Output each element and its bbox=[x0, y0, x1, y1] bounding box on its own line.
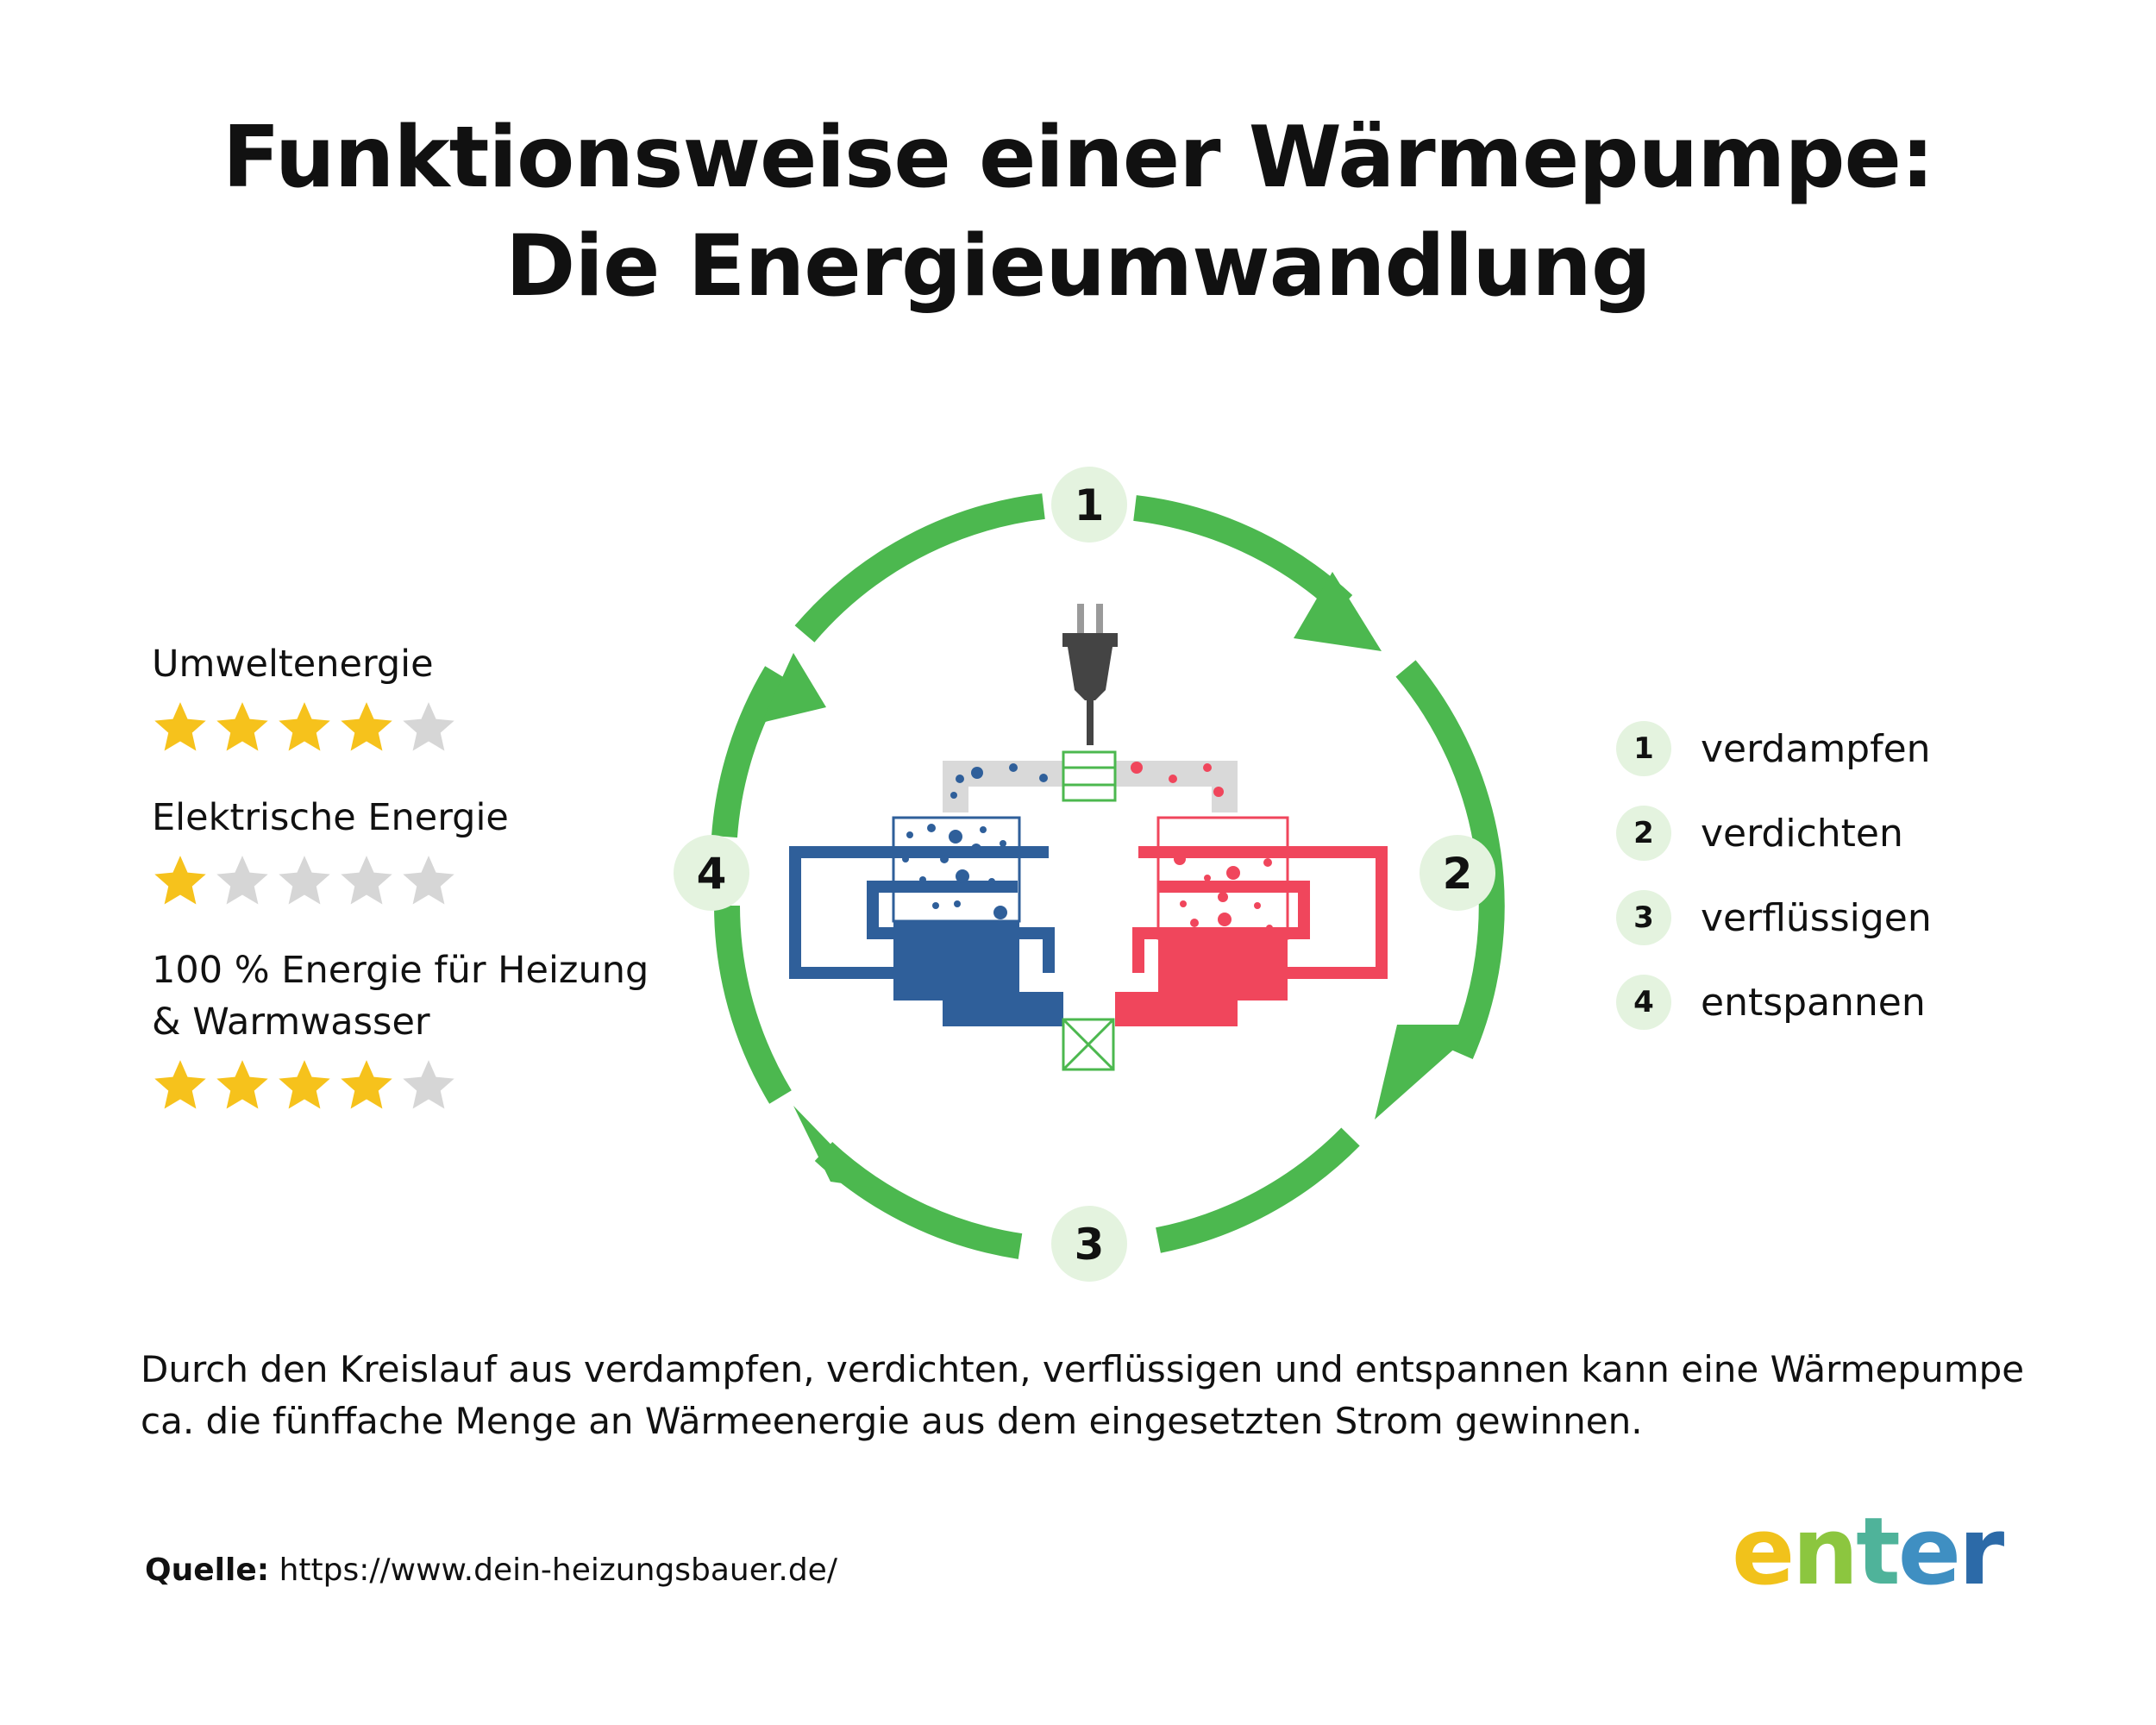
summary-text: Durch den Kreislauf aus verdampfen, verd… bbox=[141, 1348, 2025, 1442]
power-plug-icon bbox=[1062, 604, 1118, 745]
step-number: 4 bbox=[697, 849, 727, 899]
source-label: Quelle: bbox=[145, 1552, 270, 1588]
cycle-arc-1-top bbox=[794, 493, 1045, 643]
cycle-ring bbox=[711, 493, 1505, 1259]
pipe-top-right-drop bbox=[1212, 761, 1238, 812]
arrowhead-2 bbox=[1375, 1025, 1482, 1120]
warm-coil-inner bbox=[1132, 881, 1310, 973]
cycle-arc-1-2 bbox=[1133, 495, 1353, 615]
title-line-1: Funktionsweise einer Wärmepumpe: bbox=[222, 109, 1934, 207]
star-rating bbox=[152, 699, 457, 759]
star-empty-icon bbox=[216, 856, 268, 905]
star-filled-icon bbox=[341, 1060, 392, 1109]
legend-item-entspannen: 4 entspannen bbox=[1616, 975, 1926, 1030]
arrowhead-3 bbox=[793, 1106, 873, 1188]
warm-coil bbox=[1138, 846, 1388, 979]
cold-bubbles bbox=[902, 824, 1007, 919]
enter-logo: enter bbox=[1732, 1498, 2004, 1606]
cycle-arc-4-1 bbox=[714, 905, 792, 1104]
source-line: Quelle: https://www.dein-heizungsbauer.d… bbox=[145, 1552, 837, 1588]
star-filled-icon bbox=[341, 702, 392, 751]
arrowhead-1 bbox=[1294, 572, 1382, 651]
star-rating bbox=[152, 852, 509, 913]
title-line-2: Die Energieumwandlung bbox=[505, 217, 1651, 316]
legend-number: 4 bbox=[1616, 975, 1671, 1030]
cycle-arc-3-4b bbox=[814, 1141, 1023, 1259]
star-filled-icon bbox=[279, 1060, 330, 1109]
rating-label: 100 % Energie für Heizung & Warmwasser bbox=[152, 949, 649, 1044]
expansion-valve-icon bbox=[1062, 1018, 1115, 1071]
legend-number: 2 bbox=[1616, 806, 1671, 861]
legend-text: verdampfen bbox=[1701, 726, 1931, 771]
star-filled-icon bbox=[154, 856, 206, 905]
step-badge-3: 3 bbox=[1051, 1206, 1127, 1282]
star-empty-icon bbox=[279, 856, 330, 905]
star-empty-icon bbox=[403, 702, 454, 751]
star-rating bbox=[152, 1057, 686, 1117]
star-empty-icon bbox=[403, 856, 454, 905]
star-empty-icon bbox=[341, 856, 392, 905]
step-badge-2: 2 bbox=[1420, 835, 1495, 911]
source-url: https://www.dein-heizungsbauer.de/ bbox=[279, 1552, 837, 1588]
logo-letter: t bbox=[1856, 1498, 1901, 1606]
cycle-arc-4-1b bbox=[711, 666, 787, 838]
cycle-arrowheads bbox=[761, 572, 1482, 1188]
logo-letter: r bbox=[1959, 1498, 2004, 1606]
rating-label: Elektrische Energie bbox=[152, 796, 509, 839]
legend-text: entspannen bbox=[1701, 980, 1926, 1025]
cold-coil-inner bbox=[867, 881, 1055, 973]
condenser-warm-side bbox=[1132, 816, 1388, 1000]
step-number: 3 bbox=[1075, 1220, 1105, 1270]
legend-item-verdichten: 2 verdichten bbox=[1616, 806, 1903, 861]
legend-number: 1 bbox=[1616, 721, 1671, 776]
step-badge-1: 1 bbox=[1051, 467, 1127, 543]
logo-letter: n bbox=[1792, 1498, 1858, 1606]
star-empty-icon bbox=[403, 1060, 454, 1109]
pipe-top-left-drop bbox=[943, 761, 968, 812]
step-badge-4: 4 bbox=[674, 835, 749, 911]
star-filled-icon bbox=[154, 1060, 206, 1109]
rating-heizung-warmwasser: 100 % Energie für Heizung & Warmwasser bbox=[152, 944, 686, 1117]
cold-coil bbox=[789, 846, 1049, 979]
rating-elektrische-energie: Elektrische Energie bbox=[152, 792, 509, 913]
arrowhead-4 bbox=[761, 653, 826, 723]
legend-text: verdichten bbox=[1701, 811, 1903, 856]
cycle-step-badges: 1 2 3 4 bbox=[674, 467, 1495, 1282]
rating-umweltenergie: Umweltenergie bbox=[152, 638, 457, 759]
rating-label: Umweltenergie bbox=[152, 643, 434, 686]
evaporator-cold-side bbox=[789, 816, 1055, 1000]
star-filled-icon bbox=[216, 702, 268, 751]
star-filled-icon bbox=[216, 1060, 268, 1109]
legend-item-verdampfen: 1 verdampfen bbox=[1616, 721, 1931, 776]
page-title: Funktionsweise einer Wärmepumpe: Die Ene… bbox=[0, 104, 2156, 321]
warm-bubbles bbox=[1174, 853, 1273, 932]
step-number: 2 bbox=[1443, 849, 1473, 899]
cycle-arc-3-4 bbox=[1156, 1127, 1360, 1253]
legend-item-verfluessigen: 3 verflüssigen bbox=[1616, 890, 1932, 945]
star-filled-icon bbox=[154, 702, 206, 751]
pipe-dots bbox=[950, 762, 1224, 799]
star-filled-icon bbox=[279, 702, 330, 751]
step-number: 1 bbox=[1075, 480, 1105, 530]
compressor-icon bbox=[1062, 750, 1117, 802]
legend-text: verflüssigen bbox=[1701, 895, 1932, 940]
logo-letter: e bbox=[1732, 1498, 1795, 1606]
logo-letter: e bbox=[1897, 1498, 1961, 1606]
legend-number: 3 bbox=[1616, 890, 1671, 945]
